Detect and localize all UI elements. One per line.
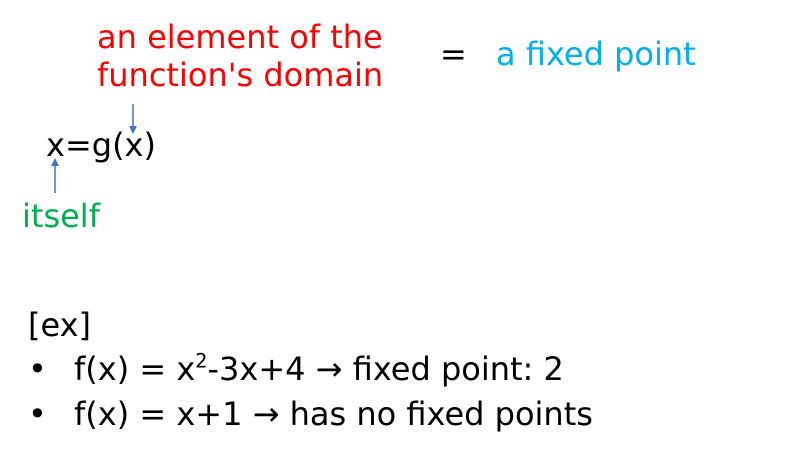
bullet-icon: • — [28, 395, 47, 433]
example-list: • f(x) = x2-3x+4 → fixed point: 2 • f(x)… — [28, 347, 593, 437]
example-2-result: has no fixed points — [279, 395, 593, 433]
example-1-lhs: f(x) = x — [74, 350, 196, 388]
domain-annotation: an element of the function's domain — [97, 18, 383, 94]
right-arrow-icon: → — [315, 350, 343, 388]
fixed-point-equation: x=g(x) — [46, 126, 156, 164]
list-item: • f(x) = x2-3x+4 → fixed point: 2 — [28, 347, 593, 392]
list-item: • f(x) = x+1 → has no fixed points — [28, 392, 593, 437]
bullet-icon: • — [28, 350, 47, 388]
example-1-rhs: -3x+4 — [207, 350, 316, 388]
example-heading: [ex] — [28, 306, 92, 344]
equals-sign: = — [440, 35, 467, 73]
fixed-point-annotation: a fixed point — [496, 35, 696, 73]
right-arrow-icon: → — [252, 395, 280, 433]
example-2-lhs: f(x) = x+1 — [74, 395, 253, 433]
domain-annotation-line2: function's domain — [97, 56, 384, 94]
example-1-result: fixed point: 2 — [342, 350, 564, 388]
domain-annotation-line1: an element of the — [97, 18, 383, 56]
example-1-exponent: 2 — [195, 349, 208, 373]
itself-annotation: itself — [22, 197, 100, 235]
